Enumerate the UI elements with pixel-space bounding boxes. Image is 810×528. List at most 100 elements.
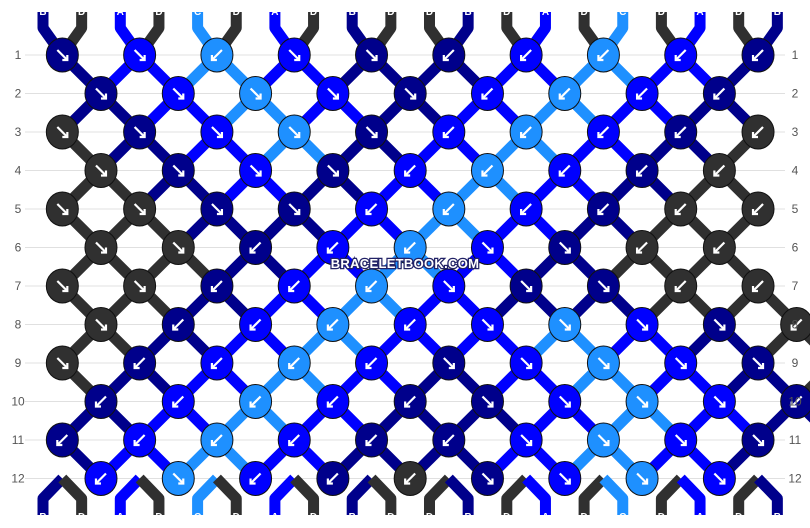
arrow-down-right-icon <box>133 280 146 292</box>
arrow-head-icon <box>558 170 565 177</box>
knot <box>277 37 311 73</box>
top-strand-label: B <box>39 7 46 18</box>
arrow-down-right-icon <box>133 203 146 215</box>
arrow-down-right-icon <box>443 357 455 369</box>
arrow-down-left-icon <box>713 241 726 254</box>
arrow-head-icon <box>564 247 571 254</box>
knot <box>45 422 79 458</box>
bottom-strand-label: A <box>696 512 703 523</box>
arrow-head-icon <box>288 286 295 293</box>
arrow-down-left-icon <box>288 280 301 292</box>
row-number-right: 2 <box>792 87 799 101</box>
row-number-left: 6 <box>15 241 22 255</box>
arrow-head-icon <box>635 170 643 177</box>
arrow-down-left-icon <box>481 87 494 100</box>
arrow-head-icon <box>326 401 333 408</box>
knot <box>586 422 620 458</box>
knot <box>509 114 543 150</box>
knot <box>432 345 466 381</box>
arrow-down-left-icon <box>752 49 764 61</box>
arrow-down-left-icon <box>249 472 262 485</box>
knot <box>123 268 157 304</box>
knot <box>355 422 389 458</box>
arrow-down-left-icon <box>443 203 455 215</box>
arrow-down-right-icon <box>713 472 726 485</box>
knot <box>432 37 466 73</box>
row-number-right: 12 <box>788 472 802 486</box>
arrow-down-left-icon <box>558 164 571 177</box>
arrow-head-icon <box>62 286 69 293</box>
arrow-head-icon <box>133 363 140 370</box>
knot <box>123 191 157 227</box>
top-strand-label: A <box>271 7 278 18</box>
knot <box>393 76 427 111</box>
watermark-text: BRACELETBOOK.COM <box>331 256 480 271</box>
arrow-head-icon <box>758 440 765 447</box>
knot <box>664 268 698 304</box>
arrow-head-icon <box>564 324 571 331</box>
knot <box>161 307 195 342</box>
arrow-down-left-icon <box>790 395 803 408</box>
arrow-down-left-icon <box>211 434 223 446</box>
bottom-strand-label: D <box>580 512 587 523</box>
bottom-strand-tail <box>135 474 165 515</box>
arrow-down-right-icon <box>558 241 571 254</box>
arrow-down-left-icon <box>404 241 416 254</box>
arrow-down-left-icon <box>790 318 803 331</box>
arrow-down-right-icon <box>713 395 726 408</box>
knot <box>393 307 427 342</box>
knot <box>741 422 775 458</box>
arrow-head-icon <box>178 478 185 485</box>
arrow-head-icon <box>564 401 571 408</box>
knot <box>200 191 234 227</box>
arrow-down-left-icon <box>443 49 455 61</box>
knot <box>200 37 234 73</box>
arrow-down-left-icon <box>597 126 610 138</box>
bottom-strand-label: A <box>117 512 124 523</box>
arrow-down-right-icon <box>481 241 494 254</box>
arrow-down-left-icon <box>636 241 648 254</box>
arrow-head-icon <box>674 132 681 139</box>
arrow-head-icon <box>719 324 726 331</box>
knot <box>470 153 504 188</box>
arrow-down-right-icon <box>481 318 494 331</box>
knot <box>161 461 195 496</box>
knot <box>393 153 427 188</box>
bottom-strand-tail <box>522 474 551 515</box>
arrow-down-right-icon <box>288 49 301 61</box>
arrow-down-left-icon <box>133 434 146 446</box>
row-number-left: 3 <box>15 125 22 139</box>
bottom-strand-label: C <box>194 512 201 523</box>
arrow-head-icon <box>603 363 610 370</box>
arrow-down-left-icon <box>520 49 532 61</box>
arrow-head-icon <box>100 324 108 331</box>
knot <box>625 461 659 496</box>
row-number-left: 2 <box>15 87 22 101</box>
arrow-head-icon <box>404 324 411 331</box>
arrow-down-left-icon <box>365 203 378 215</box>
arrow-head-icon <box>294 55 301 62</box>
arrow-head-icon <box>139 55 146 62</box>
bottom-strand-tail <box>655 474 685 515</box>
bottom-strand-tail <box>367 474 397 515</box>
arrow-head-icon <box>172 401 179 408</box>
arrow-head-icon <box>294 132 301 139</box>
knot <box>84 153 118 188</box>
arrow-down-right-icon <box>133 126 146 138</box>
arrow-head-icon <box>481 93 488 100</box>
knot <box>625 76 659 111</box>
knot <box>316 230 350 265</box>
arrow-head-icon <box>751 286 759 293</box>
knot <box>664 345 698 381</box>
arrow-head-icon <box>365 209 372 216</box>
knot <box>123 422 157 458</box>
arrow-down-right-icon <box>597 434 610 446</box>
arrow-down-left-icon <box>674 203 687 215</box>
arrow-head-icon <box>139 209 146 216</box>
arrow-down-left-icon <box>674 49 687 61</box>
arrow-head-icon <box>249 401 256 408</box>
arrow-down-right-icon <box>443 280 455 292</box>
bottom-strand-tail <box>676 474 706 515</box>
knot <box>277 345 311 381</box>
bottom-strand-label: D <box>503 512 510 523</box>
